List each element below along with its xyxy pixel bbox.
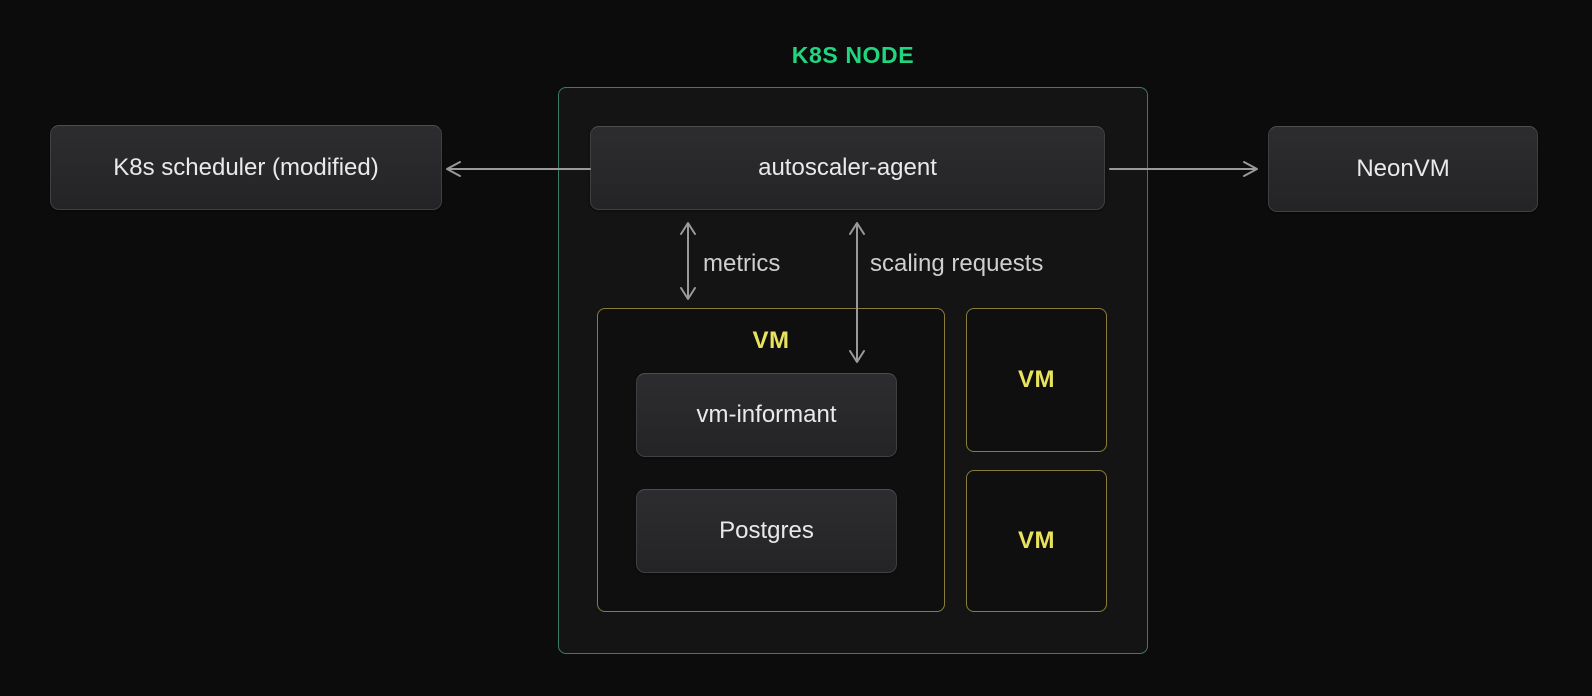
vm-informant-label: vm-informant — [696, 401, 837, 428]
vm-box-2-label: VM — [1018, 366, 1055, 393]
vm-informant-box: vm-informant — [636, 373, 897, 457]
vm-box-2: VM — [966, 308, 1107, 452]
autoscaler-agent-label: autoscaler-agent — [758, 154, 937, 181]
k8s-node-title: K8S NODE — [791, 42, 915, 68]
autoscaler-agent-box: autoscaler-agent — [590, 126, 1105, 210]
vm-box-3-label: VM — [1018, 527, 1055, 554]
neonvm-label: NeonVM — [1356, 155, 1450, 182]
postgres-label: Postgres — [719, 517, 814, 544]
vm-box-3: VM — [966, 470, 1107, 612]
postgres-box: Postgres — [636, 489, 897, 573]
scaling-requests-label: scaling requests — [870, 250, 1044, 277]
k8s-scheduler-label: K8s scheduler (modified) — [113, 153, 379, 181]
metrics-label: metrics — [703, 250, 781, 277]
neonvm-box: NeonVM — [1268, 126, 1538, 212]
main-vm-label: VM — [752, 327, 790, 354]
k8s-scheduler-box: K8s scheduler (modified) — [50, 125, 442, 210]
